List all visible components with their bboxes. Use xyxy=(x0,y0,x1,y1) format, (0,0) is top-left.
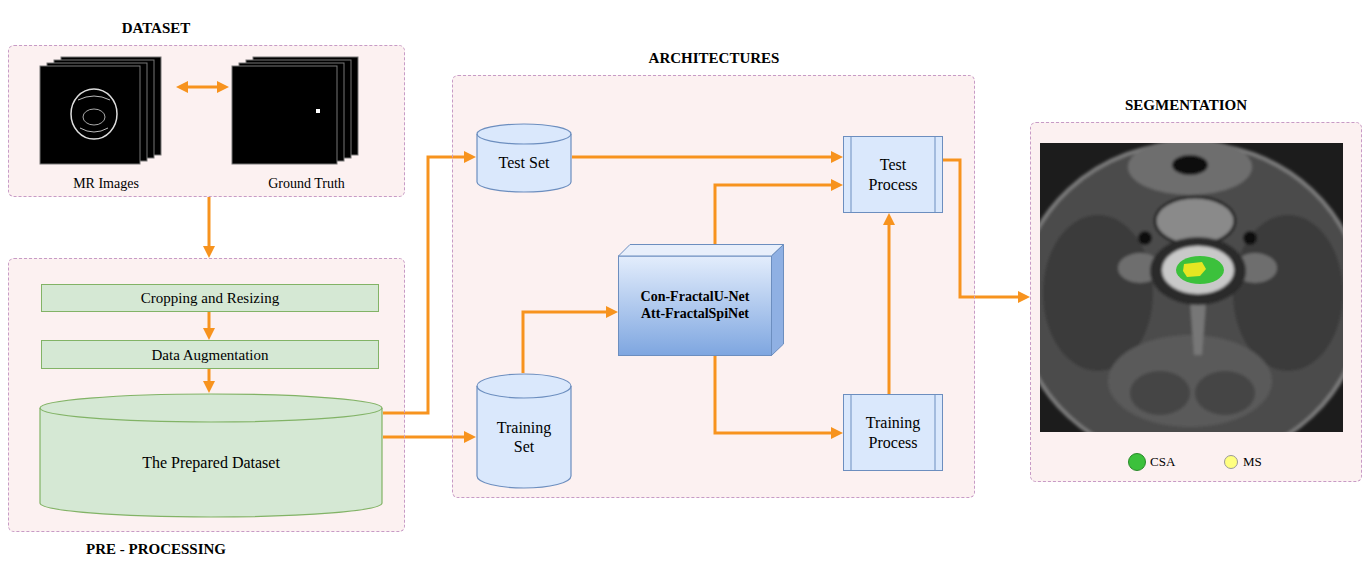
panel-title: SEGMENTATION xyxy=(1125,96,1247,114)
flow-arrow xyxy=(888,219,891,394)
panel-title: ARCHITECTURES xyxy=(649,49,780,67)
head-detail xyxy=(83,109,105,125)
mask-dot xyxy=(316,109,320,113)
artery xyxy=(1243,231,1257,245)
database-cylinder: Test Set xyxy=(476,123,572,193)
mr-image-stack xyxy=(40,57,161,164)
predefined-process: Training Process xyxy=(843,394,943,471)
process-frame xyxy=(844,395,943,471)
legend-label: MS xyxy=(1243,454,1262,470)
block-front xyxy=(619,256,772,356)
node-label: Data Augmentation xyxy=(151,346,268,364)
cord-segmentation xyxy=(1176,256,1224,284)
predefined-process-outline xyxy=(843,136,943,213)
legend-swatch xyxy=(1128,453,1146,471)
panel-fill xyxy=(8,258,405,532)
word: Training xyxy=(497,419,552,436)
lesion-segmentation xyxy=(1183,262,1206,277)
node-label: Cropping and Resizing xyxy=(141,289,279,307)
group-panel: Cropping and ResizingData AugmentationTh… xyxy=(8,258,405,532)
panel-fill xyxy=(452,75,975,498)
flow-arrow xyxy=(208,369,211,387)
flow-arrow xyxy=(383,436,470,439)
mri-slice xyxy=(1040,143,1343,432)
process-rule xyxy=(935,137,936,213)
group-panel: SEGMENTATION xyxy=(1030,122,1362,482)
flow-arrow xyxy=(523,312,612,373)
word: Con-FractalU-Net xyxy=(641,289,750,304)
flow-arrow xyxy=(572,156,837,159)
process-rule xyxy=(851,137,852,213)
flow-arrow xyxy=(383,157,470,413)
anterior-tissue xyxy=(1128,143,1252,195)
image-slice xyxy=(40,66,140,164)
word: Att-FractalSpiNet xyxy=(641,306,749,321)
ground-truth-stack xyxy=(232,57,358,164)
process-frame xyxy=(844,137,943,213)
spinous-process xyxy=(1190,301,1206,355)
head-detail xyxy=(78,96,110,132)
process-rule xyxy=(935,395,936,471)
word: Set xyxy=(514,438,534,455)
muscle xyxy=(1233,215,1343,371)
node-label: Training Set xyxy=(488,418,560,456)
word: Process xyxy=(869,434,918,451)
database-cylinder: Training Set xyxy=(476,373,572,489)
cylinder-body xyxy=(40,394,382,517)
flow-arrow xyxy=(943,160,1024,297)
block-side xyxy=(772,245,784,356)
csf-ring xyxy=(1162,246,1234,294)
legend-swatch xyxy=(1224,455,1238,469)
word: Process xyxy=(869,176,918,193)
process-box: Data Augmentation xyxy=(41,340,379,369)
mri-tissue xyxy=(1040,143,1343,432)
muscle xyxy=(1195,371,1255,415)
panel-fill xyxy=(8,45,405,197)
legend-label: CSA xyxy=(1150,454,1175,470)
cylinder-body xyxy=(477,374,571,488)
cylinder-rim xyxy=(40,408,382,422)
cylinder-rim xyxy=(477,134,571,144)
block-top xyxy=(619,245,784,257)
node-label: The Prepared Dataset xyxy=(142,453,280,472)
node-label: Test Process xyxy=(858,155,928,193)
predefined-process-outline xyxy=(843,394,943,471)
model-block: Con-FractalU-Net Att-FractalSpiNet xyxy=(618,244,784,356)
node-label: Test Set xyxy=(499,153,550,172)
process-rule xyxy=(851,395,852,471)
flow-arrow xyxy=(208,197,211,252)
word: Set xyxy=(529,154,549,171)
word: Training xyxy=(866,414,921,431)
process-box: Cropping and Resizing xyxy=(41,284,379,312)
node-label: Ground Truth xyxy=(268,176,345,193)
word: Test xyxy=(499,154,525,171)
node-label: Con-FractalU-Net Att-FractalSpiNet xyxy=(625,289,765,323)
flow-arrow xyxy=(715,185,837,244)
artery xyxy=(1138,231,1152,245)
database-cylinder: The Prepared Dataset xyxy=(39,393,383,518)
head-contour xyxy=(71,89,117,139)
flow-arrow xyxy=(715,356,837,433)
cylinder-rim xyxy=(477,386,571,398)
bony-canal xyxy=(1150,237,1246,305)
image-stack: MR Images xyxy=(36,54,176,195)
predefined-process: Test Process xyxy=(843,136,943,213)
group-panel: MR ImagesGround TruthDATASET xyxy=(8,45,405,197)
flow-arrow xyxy=(208,312,211,334)
node-label: Training Process xyxy=(858,413,928,451)
node-label: MR Images xyxy=(73,176,139,193)
group-panel: Test SetTraining SetCon-FractalU-Net Att… xyxy=(452,75,975,498)
muscle xyxy=(1130,371,1190,415)
muscle xyxy=(1108,335,1272,427)
flow-arrow xyxy=(182,86,223,89)
cylinder-body xyxy=(477,124,571,192)
image-stack: Ground Truth xyxy=(229,54,384,195)
panel-title: PRE - PROCESSING xyxy=(86,540,226,558)
panel-title: DATASET xyxy=(122,19,191,37)
airway xyxy=(1172,155,1208,175)
word: Test xyxy=(880,156,906,173)
image-slice xyxy=(232,66,337,164)
